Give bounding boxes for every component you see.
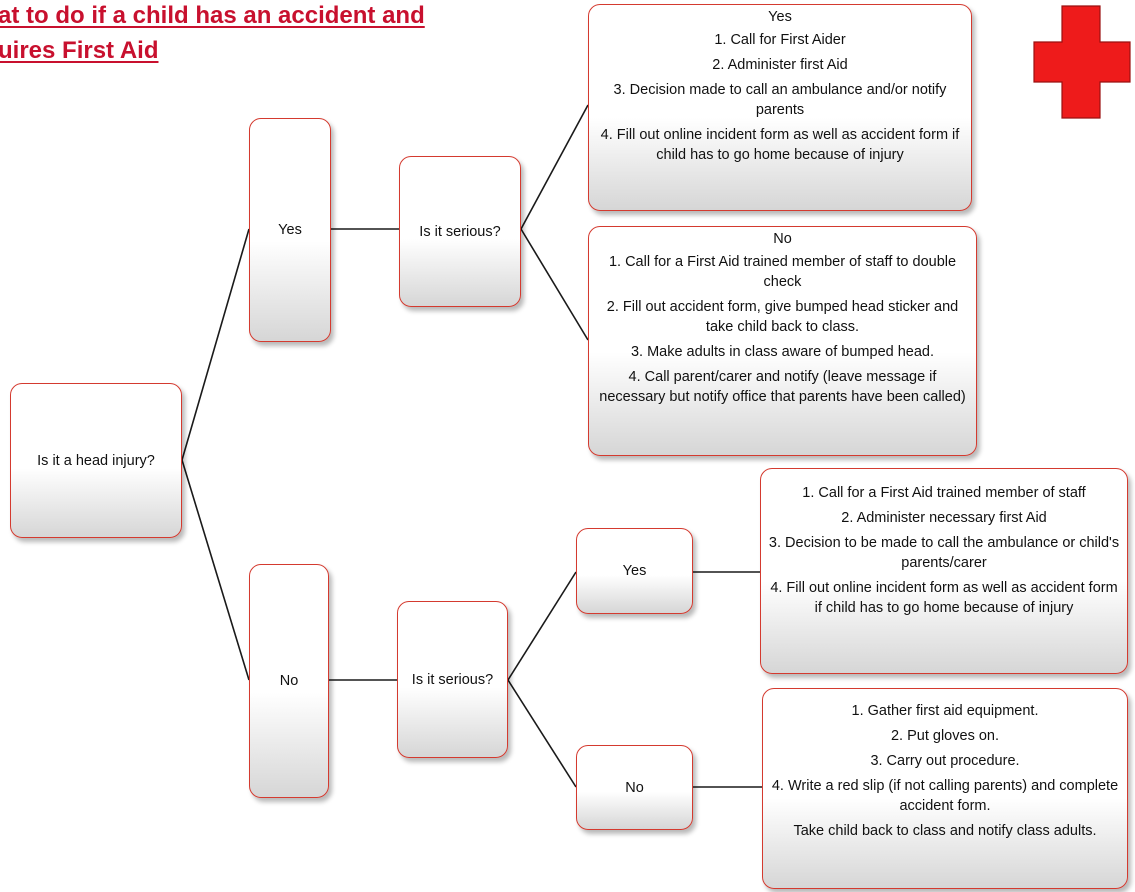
edge-serious2-yes bbox=[507, 571, 577, 681]
node-head-injury: Is it a head injury? bbox=[10, 383, 182, 538]
node-is-serious-other: Is it serious? bbox=[397, 601, 508, 758]
outcome-step: 2. Fill out accident form, give bumped h… bbox=[606, 299, 959, 335]
edge-serious-outyes bbox=[520, 104, 589, 230]
node-other-no: No bbox=[576, 745, 693, 830]
node-label: Yes bbox=[622, 563, 647, 579]
edge-serious-outno bbox=[520, 228, 589, 341]
node-label: Is it serious? bbox=[419, 223, 501, 240]
node-label: No bbox=[625, 779, 644, 796]
outcome-step: 4. Fill out online incident form as well… bbox=[600, 127, 960, 163]
page-title: at to do if a child has an accident and … bbox=[0, 0, 518, 68]
outcome-heading: No bbox=[773, 231, 792, 247]
outcome-step: 2. Administer necessary first Aid bbox=[841, 510, 1047, 526]
node-label: Yes bbox=[278, 222, 302, 238]
outcome-step: 4. Write a red slip (if not calling pare… bbox=[771, 778, 1119, 814]
outcome-heading: Yes bbox=[768, 9, 792, 25]
outcome-step: 3. Make adults in class aware of bumped … bbox=[630, 344, 935, 360]
title-line-1: at to do if a child has an accident and bbox=[0, 2, 425, 29]
title-line-2: uires First Aid bbox=[0, 37, 159, 64]
node-label: No bbox=[279, 673, 299, 689]
edge-root-headyes bbox=[181, 228, 250, 461]
outcome-step: 2. Put gloves on. bbox=[890, 728, 999, 744]
outcome-head-serious-yes: Yes 1. Call for First Aider 2. Administe… bbox=[588, 4, 972, 211]
node-label: Is it serious? bbox=[411, 671, 494, 688]
outcome-step: 1. Gather first aid equipment. bbox=[851, 703, 1039, 719]
outcome-step: 2. Administer first Aid bbox=[712, 57, 848, 73]
outcome-step: 3. Decision to be made to call the ambul… bbox=[768, 535, 1120, 571]
outcome-step: 1. Call for a First Aid trained member o… bbox=[802, 485, 1086, 501]
outcome-step: 4. Fill out online incident form as well… bbox=[770, 580, 1118, 616]
node-head-no: No bbox=[249, 564, 329, 798]
outcome-head-serious-no: No 1. Call for a First Aid trained membe… bbox=[588, 226, 977, 456]
outcome-step: Take child back to class and notify clas… bbox=[793, 823, 1097, 839]
node-is-serious-head: Is it serious? bbox=[399, 156, 521, 307]
red-cross-icon bbox=[1033, 5, 1131, 119]
node-head-yes: Yes bbox=[249, 118, 331, 342]
outcome-step: 3. Decision made to call an ambulance an… bbox=[613, 82, 947, 118]
outcome-other-serious-no: 1. Gather first aid equipment. 2. Put gl… bbox=[762, 688, 1128, 889]
outcome-other-serious-yes: 1. Call for a First Aid trained member o… bbox=[760, 468, 1128, 674]
node-other-yes: Yes bbox=[576, 528, 693, 614]
outcome-step: 4. Call parent/carer and notify (leave m… bbox=[599, 369, 966, 405]
edge-root-headno bbox=[181, 459, 250, 681]
outcome-step: 3. Carry out procedure. bbox=[870, 753, 1020, 769]
outcome-step: 1. Call for a First Aid trained member o… bbox=[608, 254, 957, 290]
node-label: Is it a head injury? bbox=[37, 452, 155, 469]
edge-serious2-no bbox=[507, 679, 577, 788]
outcome-step: 1. Call for First Aider bbox=[714, 32, 846, 48]
